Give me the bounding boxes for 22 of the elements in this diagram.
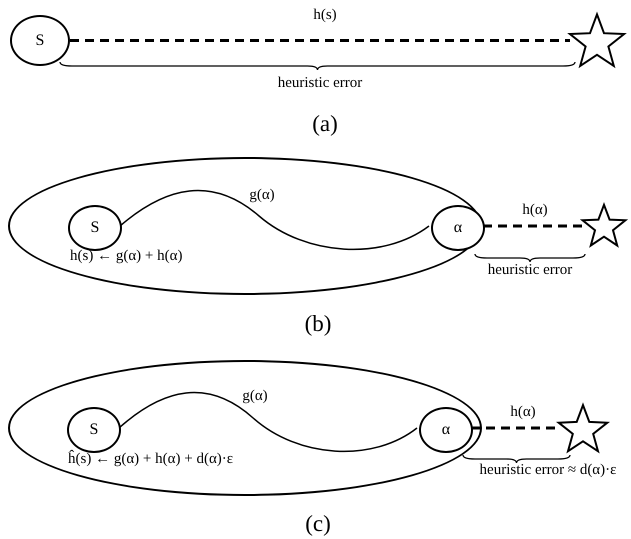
state-ellipse: S	[10, 15, 70, 66]
curved-path	[118, 392, 418, 452]
panel-label: (b)	[304, 312, 332, 335]
edge-label: h(s)	[313, 8, 337, 23]
edge-label: h(α)	[522, 203, 548, 218]
panel-label: (a)	[312, 112, 338, 135]
brace-label: heuristic error	[278, 76, 362, 91]
edge-label: g(α)	[249, 188, 275, 203]
dashed-line	[70, 39, 570, 42]
edge-label: g(α)	[242, 389, 268, 404]
curved-path	[120, 190, 430, 250]
edge-label: h(α)	[510, 405, 536, 420]
dashed-line	[483, 224, 584, 228]
brace-label: heuristic error ≈ d(α)·ε	[480, 463, 616, 478]
state-ellipse: S	[68, 205, 122, 251]
brace-label: heuristic error	[488, 263, 572, 278]
formula-text: h(s) ← g(α) + h(α)	[70, 249, 182, 264]
region-ellipse	[8, 157, 482, 295]
state-ellipse: α	[431, 205, 485, 251]
formula-text: ĥ(s) ← g(α) + h(α) + d(α)·ε	[68, 452, 234, 467]
state-ellipse: α	[419, 407, 473, 453]
panel-label: (c)	[305, 512, 331, 535]
